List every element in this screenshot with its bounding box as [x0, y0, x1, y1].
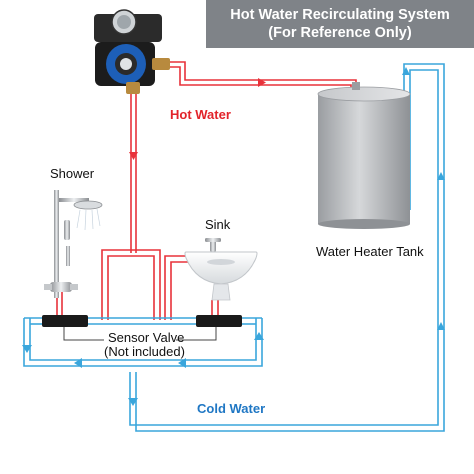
sink-icon	[184, 238, 258, 301]
banner-title: Hot Water Recirculating System	[230, 7, 450, 23]
water-heater-tank-label: Water Heater Tank	[316, 244, 424, 259]
sink-label: Sink	[205, 217, 231, 232]
shower-label: Shower	[50, 166, 95, 181]
sensor-valve-icon	[42, 315, 242, 327]
pump-icon	[94, 9, 170, 94]
cold-water-pipe	[23, 63, 445, 432]
cold-flow-arrows	[22, 67, 445, 406]
water-heater-tank-icon	[317, 82, 411, 229]
cold-water-label: Cold Water	[197, 401, 266, 416]
hot-flow-arrows	[129, 78, 266, 160]
banner-subtitle: (For Reference Only)	[268, 25, 412, 41]
sensor-valve-label: Sensor Valve	[108, 330, 185, 345]
hot-water-label: Hot Water	[170, 107, 231, 122]
sensor-valve-leader	[63, 327, 217, 341]
hot-water-pipe	[56, 61, 357, 320]
title-banner: Hot Water Recirculating System (For Refe…	[206, 0, 474, 48]
not-included-label: (Not included)	[104, 344, 185, 359]
shower-icon	[44, 190, 103, 298]
